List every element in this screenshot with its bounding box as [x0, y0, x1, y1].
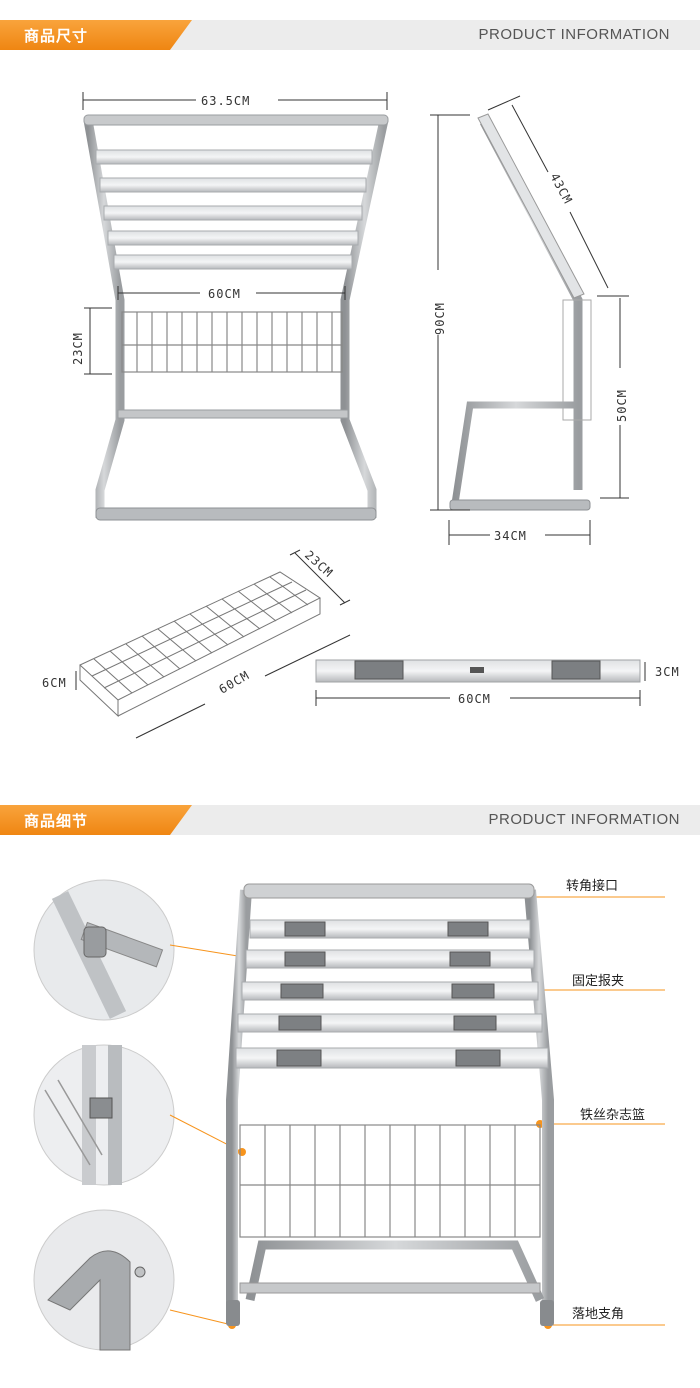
section-title: 商品尺寸	[24, 27, 89, 45]
callout-corner-joint: 转角接口	[566, 879, 619, 894]
dim-total-height: 90CM	[433, 302, 447, 335]
dim-lines-side	[430, 95, 629, 545]
detail-circle-foot	[33, 1209, 175, 1351]
dim-basket-height: 23CM	[71, 332, 85, 365]
section-banner-size: 商品尺寸 PRODUCT INFORMATION	[0, 20, 700, 50]
dim-clip-bar-height: 3CM	[655, 665, 680, 679]
banner-tag-shape	[0, 20, 192, 50]
callout-fixed-clip: 固定报夹	[572, 974, 625, 989]
section-subtitle: PRODUCT INFORMATION	[478, 26, 670, 43]
section-banner-details: 商品细节 PRODUCT INFORMATION	[0, 805, 700, 835]
dim-base-depth: 34CM	[494, 529, 527, 543]
callout-wire-basket: 铁丝杂志篮	[580, 1108, 646, 1123]
basket-perspective	[79, 571, 322, 718]
dim-lower-height: 50CM	[615, 389, 629, 422]
rack-front-view	[83, 114, 389, 521]
rack-side-view	[449, 113, 592, 511]
banner-tag-shape	[0, 805, 192, 835]
dim-basket-width: 60CM	[208, 287, 241, 301]
detail-circle-clip	[33, 1044, 175, 1186]
section-title: 商品细节	[24, 812, 89, 830]
detail-circle-corner-joint	[33, 879, 175, 1021]
dim-lines-front	[82, 92, 388, 375]
section-subtitle: PRODUCT INFORMATION	[488, 811, 680, 828]
rack-detail-view	[226, 883, 554, 1326]
dim-lines-clip-bar	[315, 662, 646, 706]
clip-bar	[315, 659, 641, 683]
dimension-diagram: 63.5CM 60CM 23CM 90CM 43CM 50CM 34CM	[42, 92, 680, 739]
callout-floor-foot: 落地支角	[572, 1307, 625, 1322]
dim-lines-basket	[75, 549, 351, 739]
dim-front-width: 63.5CM	[201, 94, 250, 108]
dim-clip-bar-length: 60CM	[458, 692, 491, 706]
dim-basket-side: 6CM	[42, 676, 67, 690]
